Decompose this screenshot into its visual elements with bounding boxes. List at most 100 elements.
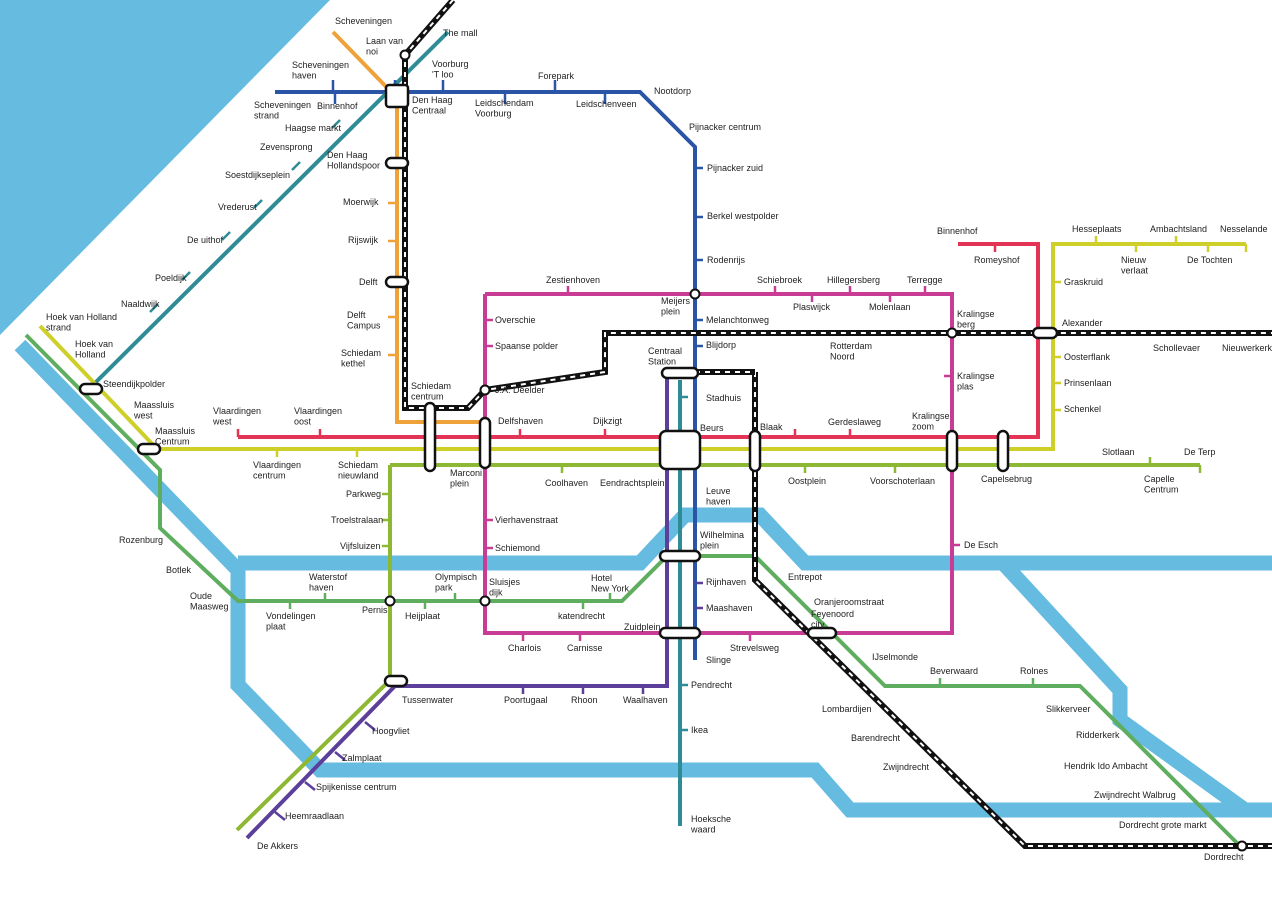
station-label-line: Beverwaard — [930, 666, 978, 676]
station-label-slikkerveer: Slikkerveer — [1046, 704, 1091, 714]
station-label-line: Zwijndrecht — [883, 762, 930, 772]
station-label-line: Maassluis — [155, 426, 196, 436]
station-label-line: Hendrik Ido Ambacht — [1064, 761, 1148, 771]
station-label-line: Vlaardingen — [294, 406, 342, 416]
station-label-line: kethel — [341, 359, 365, 369]
station-label-line: Poeldijk — [155, 273, 187, 283]
transfer-dot — [384, 595, 396, 607]
station-label-graskruid: Graskruid — [1064, 277, 1103, 287]
station-label-gerdeslaweg: Gerdeslaweg — [828, 417, 881, 427]
station-label-lombardijen: Lombardijen — [822, 704, 872, 714]
station-label-line: Plaswijck — [793, 302, 831, 312]
station-label-line: Den Haag — [327, 150, 368, 160]
station-label-line: Voorburg — [475, 109, 512, 119]
station-label-line: Schollevaer — [1153, 343, 1200, 353]
station-label-line: Oostplein — [788, 476, 826, 486]
station-label-voorburg-t-loo: Voorburg'T loo — [432, 59, 469, 80]
station-label-line: Pijnacker zuid — [707, 163, 763, 173]
station-label-line: De Tochten — [1187, 255, 1232, 265]
station-label-line: Dordrecht — [1204, 852, 1244, 862]
line-yellow — [38, 242, 1246, 451]
station-label-line: Vierhavenstraat — [495, 515, 558, 525]
station-label-line: Maashaven — [706, 603, 753, 613]
line-green — [24, 333, 1242, 848]
station-tick — [331, 119, 341, 129]
station-label-line: west — [212, 417, 232, 427]
station-label-leidschenveen: Leidschenveen — [576, 99, 637, 109]
line-red — [238, 242, 1040, 439]
station-label-line: De uithof — [187, 235, 224, 245]
station-label-line: Noord — [830, 352, 855, 362]
station-label-rodenrijs: Rodenrijs — [707, 255, 746, 265]
station-label-the-mall: The mall — [443, 28, 478, 38]
station-label-line: haven — [309, 583, 334, 593]
station-label-line: plein — [661, 307, 680, 317]
station-label-forepark: Forepark — [538, 71, 575, 81]
interchange-marker — [658, 429, 702, 471]
station-label-slotlaan: Slotlaan — [1102, 447, 1135, 457]
station-label-line: Den Haag — [412, 95, 453, 105]
station-label-nieuwerkerk: Nieuwerkerk — [1222, 343, 1272, 353]
station-label-oranjeboomstraat: Oranjeroomstraat — [814, 597, 885, 607]
station-label-line: Waterstof — [309, 572, 348, 582]
station-label-line: New York — [591, 584, 630, 594]
station-label-delfshaven: Delfshaven — [498, 416, 543, 426]
station-label-line: Rijnhaven — [706, 577, 746, 587]
station-label-line: Feyenoord — [811, 609, 854, 619]
station-label-schenkel: Schenkel — [1064, 404, 1101, 414]
station-label-binnenhof-dh: Binnenhof — [317, 101, 358, 111]
station-label-poortugaal: Poortugaal — [504, 695, 548, 705]
station-label-line: Holland — [75, 350, 106, 360]
station-label-hoogvliet: Hoogvliet — [372, 726, 410, 736]
station-label-pijnacker-centrum: Pijnacker centrum — [689, 122, 761, 132]
station-label-ja-deelder: J.A. Deelder — [495, 385, 545, 395]
interchange-marker — [748, 429, 762, 473]
station-label-line: Schiedam — [341, 348, 381, 358]
station-label-line: haven — [292, 71, 317, 81]
station-label-line: Kralingse — [957, 371, 995, 381]
station-label-line: Melanchtonweg — [706, 315, 769, 325]
station-label-de-uithof: De uithof — [187, 235, 224, 245]
station-label-zwijndrecht: Zwijndrecht — [883, 762, 930, 772]
station-label-line: Slinge — [706, 655, 731, 665]
station-label-line: Hotel — [591, 573, 612, 583]
station-label-ikea: Ikea — [691, 725, 708, 735]
station-label-line: Nieuwerkerk — [1222, 343, 1272, 353]
station-label-line: dijk — [489, 588, 503, 598]
station-tick — [253, 199, 263, 209]
station-label-line: 'T loo — [432, 70, 454, 80]
water-layer — [0, 0, 1272, 818]
station-label-line: Moerwijk — [343, 197, 379, 207]
station-label-line: Troelstralaan — [331, 515, 383, 525]
station-label-zwijndrecht-walburg: Zwijndrecht Walbrug — [1094, 790, 1176, 800]
station-label-vierhavenstraat: Vierhavenstraat — [495, 515, 558, 525]
station-label-line: Voorschoterlaan — [870, 476, 935, 486]
station-label-line: Hesseplaats — [1072, 224, 1122, 234]
station-label-heemraadlaan: Heemraadlaan — [285, 811, 344, 821]
station-label-line: nieuwland — [338, 471, 379, 481]
station-label-line: Rijswijk — [348, 235, 378, 245]
station-label-line: Rozenburg — [119, 535, 163, 545]
station-label-strevelsweg: Strevelsweg — [730, 643, 779, 653]
station-label-charlois: Charlois — [508, 643, 542, 653]
station-label-line: De Akkers — [257, 841, 299, 851]
interchange-marker — [1031, 326, 1059, 340]
station-label-line: Delfshaven — [498, 416, 543, 426]
station-label-ridderkerk: Ridderkerk — [1076, 730, 1120, 740]
station-label-nootdorp: Nootdorp — [654, 86, 691, 96]
station-label-botlek: Botlek — [166, 565, 192, 575]
transfer-dot — [479, 384, 491, 396]
station-label-zalmplaat: Zalmplaat — [342, 753, 382, 763]
station-label-line: Slikkerveer — [1046, 704, 1091, 714]
station-label-scheveningen: Scheveningen — [335, 16, 392, 26]
station-label-line: Molenlaan — [869, 302, 911, 312]
